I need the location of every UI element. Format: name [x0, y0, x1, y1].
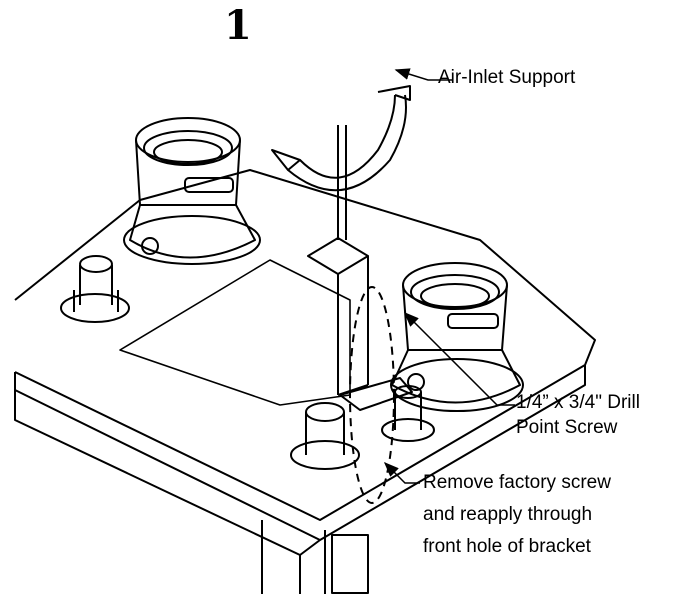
- air-inlet-leader: [394, 68, 452, 81]
- cover-plate: [119, 259, 351, 406]
- appliance-top-panel: [14, 169, 596, 594]
- drill-screw-label-line1: 1/4” x 3/4" Drill: [516, 392, 640, 413]
- step-number: 1: [224, 2, 252, 49]
- remove-screw-label-line2: and reapply through: [423, 504, 593, 525]
- left-pipe-fitting: [60, 255, 130, 323]
- drill-screw-label-line2: Point Screw: [516, 417, 618, 438]
- right-vent-collar: [390, 262, 524, 412]
- air-inlet-support-strap: [271, 85, 411, 192]
- drill-screw-leader: [403, 311, 515, 406]
- front-pipe-fittings: [290, 385, 435, 470]
- left-vent-collar: [123, 117, 261, 265]
- remove-screw-label-line3: front hole of bracket: [423, 536, 591, 557]
- screw-highlight: [349, 286, 395, 504]
- air-inlet-support-label: Air-Inlet Support: [438, 67, 576, 88]
- remove-screw-leader: [383, 461, 420, 484]
- air-inlet-bracket: [307, 125, 413, 411]
- remove-screw-label-line1: Remove factory screw: [423, 472, 611, 493]
